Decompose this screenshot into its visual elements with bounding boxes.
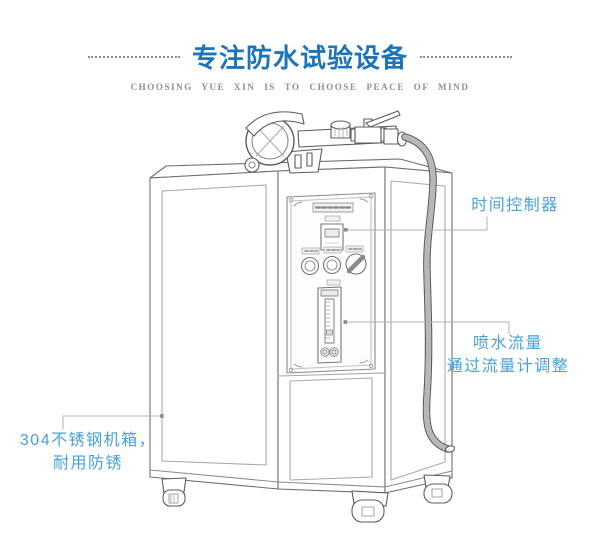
hose-end-opening [445, 445, 455, 453]
pipe-cap [330, 120, 351, 139]
spray-gun [244, 111, 305, 173]
timer-display [320, 215, 344, 251]
page-subtitle: CHOOSING YUE XIN IS TO CHOOSE PEACE OF M… [130, 82, 470, 92]
ball-valve [350, 110, 401, 144]
flow-meter-float [326, 329, 333, 336]
gun-trigger-lever [245, 111, 305, 137]
title-left-dotted-line [87, 55, 180, 58]
panel-nameplate [312, 202, 354, 213]
left-face-inset-panel [161, 184, 267, 466]
corrugated-hose [401, 133, 455, 453]
callout-dot-timer [344, 228, 348, 232]
callout-flow: 喷水流量 通过流量计调整 [427, 332, 589, 378]
pipe-end-fitting [383, 128, 399, 145]
callout-case-line2: 耐用防锈 [52, 455, 123, 472]
callout-dot-case [160, 414, 164, 418]
callout-flow-line2: 通过流量计调整 [446, 358, 570, 375]
caster-wheel [161, 477, 187, 507]
panel-inner-frame [290, 196, 372, 370]
front-face-seam [277, 372, 386, 377]
callout-timer: 时间控制器 [455, 194, 575, 217]
title-right-dotted-line [420, 55, 512, 58]
cabinet-left-face [149, 170, 279, 490]
front-lower-door-inset [289, 377, 373, 481]
header: 专注防水试验设备 CHOOSING YUE XIN IS TO CHOOSE P… [0, 38, 600, 92]
callout-line-timer [347, 216, 488, 231]
page-title: 专注防水试验设备 [191, 43, 408, 73]
callout-line-flow [345, 321, 510, 335]
flow-adjust-knobs [320, 347, 339, 357]
valve-lever [365, 110, 401, 128]
title-row: 专注防水试验设备 [0, 38, 600, 75]
caster-wheel [351, 490, 389, 523]
callout-flow-line1: 喷水流量 [472, 335, 543, 352]
rotary-switch [345, 253, 367, 275]
callout-line-case [62, 415, 162, 430]
callout-dot-flow [343, 320, 348, 324]
flow-meter [317, 279, 342, 364]
caster-wheels [161, 474, 453, 523]
panel-corner-screws [288, 193, 374, 373]
knob [300, 255, 342, 276]
base-seam [149, 469, 453, 488]
callout-timer-label: 时间控制器 [471, 197, 559, 214]
right-face-inset-panel [390, 180, 446, 481]
control-knobs [300, 245, 367, 276]
callout-case: 304不锈钢机箱， 耐用防锈 [8, 429, 168, 475]
control-panel [286, 192, 376, 374]
callout-lines [62, 216, 510, 430]
spray-gun-assembly [244, 110, 408, 174]
callout-case-line1: 304不锈钢机箱， [19, 432, 157, 449]
caster-wheel [423, 474, 453, 504]
